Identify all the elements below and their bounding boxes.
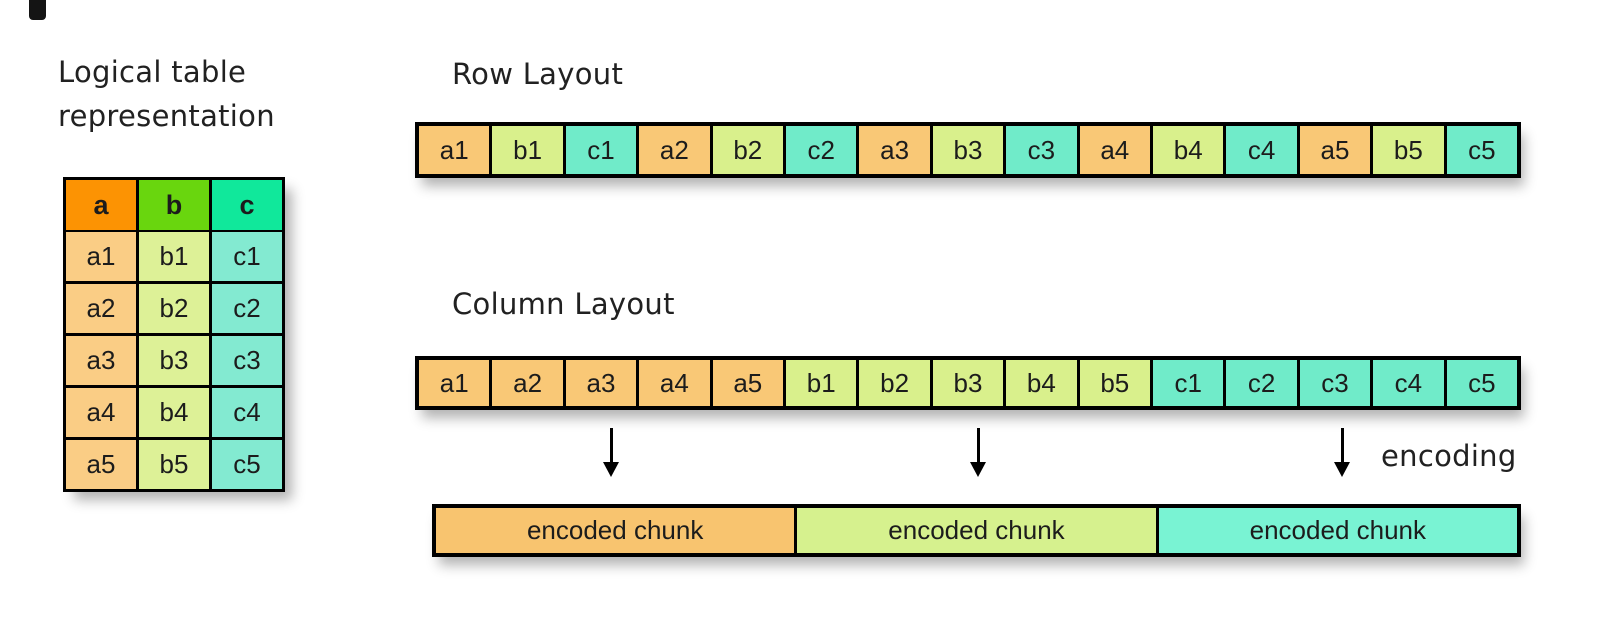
- row-layout-cell: b4: [1153, 126, 1224, 174]
- table-cell: a2: [66, 284, 136, 333]
- arrow-shaft: [609, 428, 613, 464]
- table-cell: c4: [212, 388, 282, 437]
- table-cell: a4: [66, 388, 136, 437]
- encoded-chunk: encoded chunk: [1158, 508, 1517, 553]
- column-layout-cell: b2: [859, 360, 930, 406]
- row-layout-cell: b5: [1373, 126, 1444, 174]
- row-layout-cell: c1: [565, 126, 637, 174]
- row-layout-cell: a2: [639, 126, 710, 174]
- table-cell: a1: [66, 232, 136, 281]
- row-layout-cell: a3: [859, 126, 930, 174]
- table-cell: c2: [212, 284, 282, 333]
- cropped-corner-artifact: [29, 0, 46, 20]
- column-layout-cell: a3: [565, 360, 637, 406]
- row-layout-cell: a5: [1299, 126, 1371, 174]
- row-layout-cell: c2: [786, 126, 857, 174]
- table-cell: b2: [139, 284, 209, 333]
- column-layout-cell: b3: [932, 360, 1004, 406]
- column-layout-cell: a1: [419, 360, 490, 406]
- encoding-label: encoding: [1381, 439, 1517, 473]
- column-layout-cell: a4: [639, 360, 710, 406]
- arrow-head: [603, 462, 619, 477]
- table-header-cell: c: [212, 180, 282, 230]
- encoded-chunk: encoded chunk: [797, 508, 1156, 553]
- down-arrow-icon: [1334, 428, 1350, 478]
- table-cell: b4: [139, 388, 209, 437]
- column-layout-title: Column Layout: [452, 287, 675, 321]
- table-header-cell: b: [139, 180, 209, 230]
- row-layout-title: Row Layout: [452, 57, 624, 91]
- row-layout-cell: a1: [419, 126, 490, 174]
- column-layout-cell: b4: [1006, 360, 1077, 406]
- table-cell: c1: [212, 232, 282, 281]
- arrow-shaft: [1340, 428, 1344, 464]
- column-layout-cell: c1: [1153, 360, 1224, 406]
- column-layout-cell: c2: [1226, 360, 1297, 406]
- column-layout-cell: c4: [1373, 360, 1444, 406]
- table-cell: a5: [66, 440, 136, 489]
- column-layout-cell: b1: [786, 360, 857, 406]
- row-layout-cell: c4: [1226, 126, 1297, 174]
- column-layout-cell: b5: [1079, 360, 1150, 406]
- row-layout-cell: b1: [492, 126, 563, 174]
- table-header-cell: a: [66, 180, 136, 230]
- column-layout-cell: a2: [492, 360, 563, 406]
- down-arrow-icon: [603, 428, 619, 478]
- encoded-chunk: encoded chunk: [436, 508, 795, 553]
- row-layout-cell: b2: [712, 126, 783, 174]
- arrow-shaft: [976, 428, 980, 464]
- row-layout-cell: a4: [1079, 126, 1150, 174]
- down-arrow-icon: [970, 428, 986, 478]
- table-cell: a3: [66, 336, 136, 385]
- column-layout-cell: c3: [1299, 360, 1371, 406]
- table-cell: b3: [139, 336, 209, 385]
- table-cell: b1: [139, 232, 209, 281]
- logical-table-title: Logical table representation: [58, 55, 275, 133]
- table-cell: b5: [139, 440, 209, 489]
- arrow-head: [1334, 462, 1350, 477]
- row-layout-cell: b3: [932, 126, 1004, 174]
- row-layout-cell: c3: [1006, 126, 1077, 174]
- column-layout-cell: a5: [712, 360, 783, 406]
- table-cell: c5: [212, 440, 282, 489]
- column-layout-cell: c5: [1446, 360, 1517, 406]
- row-layout-cell: c5: [1446, 126, 1517, 174]
- arrow-head: [970, 462, 986, 477]
- table-cell: c3: [212, 336, 282, 385]
